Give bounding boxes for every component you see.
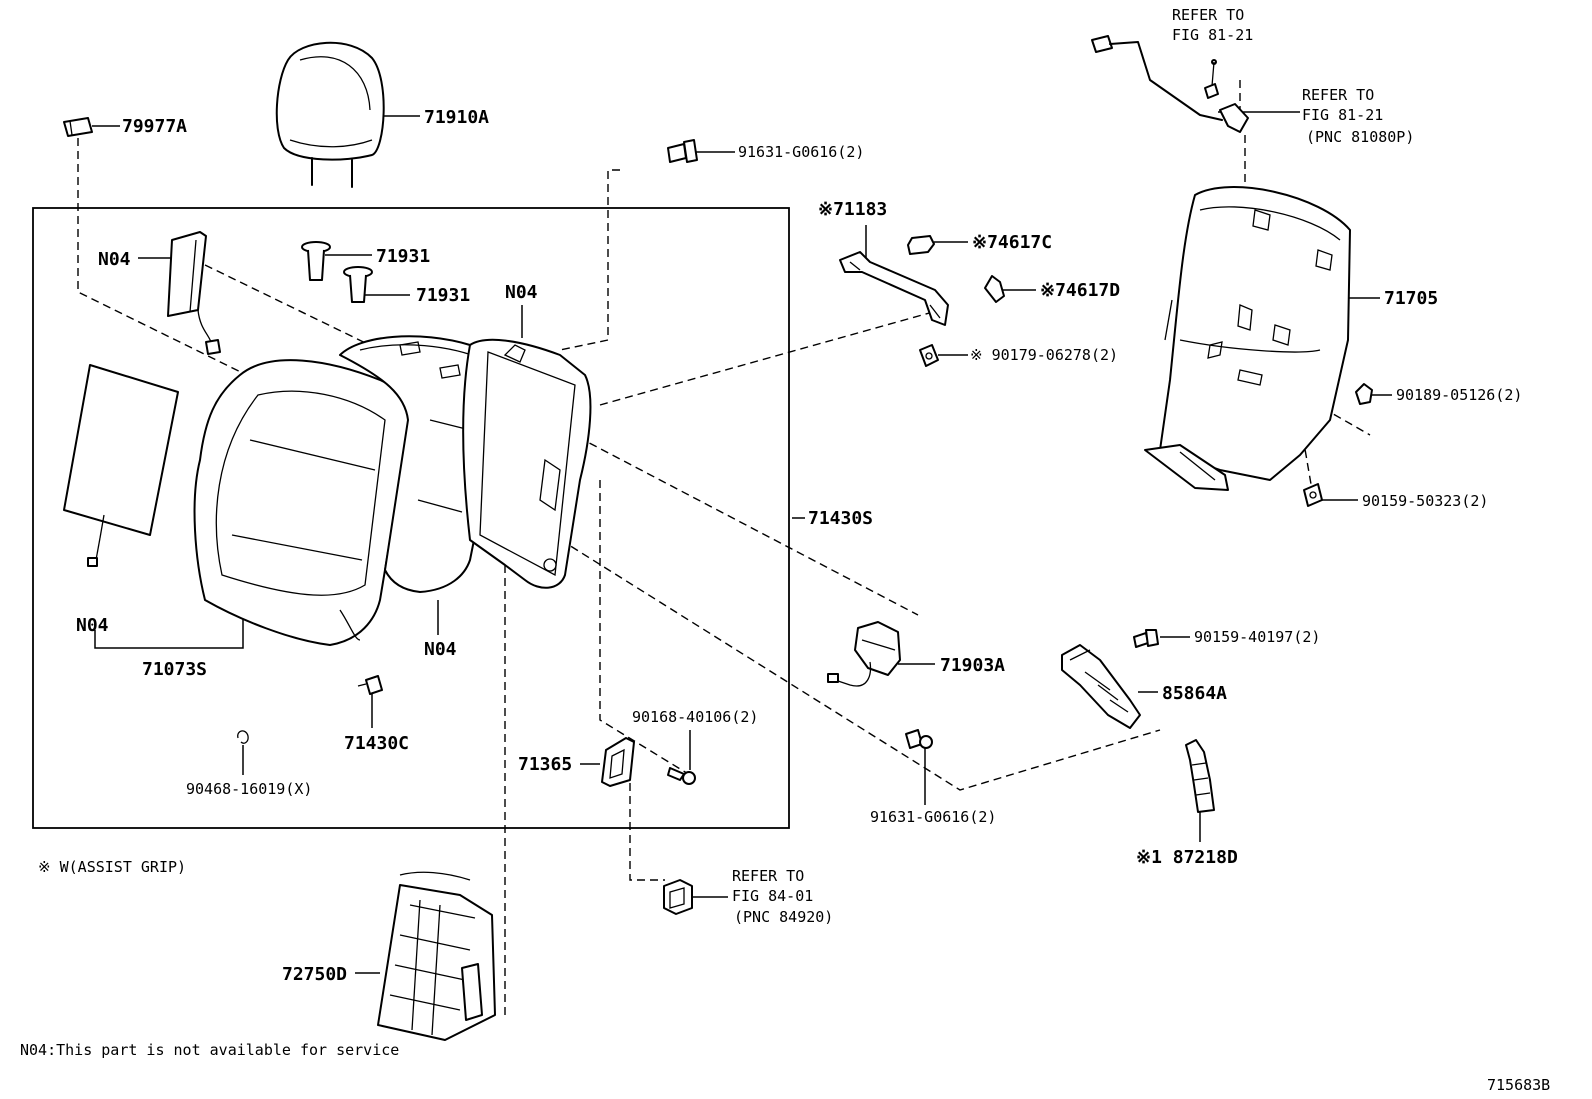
bolt-91631-top-part [667,139,698,163]
label-71365: 71365 [518,754,572,775]
duct-85864a-part [1061,644,1141,729]
bolt-91631-lower-part [905,729,933,749]
bolt-90159-40197-part [1133,629,1159,648]
refer-note-3-line-2: FIG 84-01 [732,887,813,905]
refer-note-2-line-1: REFER TO [1302,86,1374,104]
screw-90168-part [667,767,696,785]
refer-note-1-line-1: REFER TO [1172,6,1244,24]
guide-lines [77,80,1371,1015]
lumbar-support-72750d-part [377,871,496,1041]
seat-back-frame-part [462,338,592,589]
label-71430s: 71430S [808,508,873,529]
assist-grip-note: ※ W(ASSIST GRIP) [38,858,186,876]
seat-back-assembly-box [32,207,790,829]
label-71910a: 71910A [424,107,489,128]
label-90168: 90168-40106(2) [632,708,758,726]
assist-grip-71183-part [839,251,949,326]
clip-79977a-part [63,117,93,137]
label-90179: ※ 90179-06278(2) [970,346,1118,364]
clip-refer-84-01-part [663,879,693,915]
cap-74617d-part [984,275,1005,303]
seat-back-pad-n04-part [339,335,503,593]
label-n04-frame: N04 [505,282,538,303]
label-91631-top: 91631-G0616(2) [738,143,864,161]
label-87218d: ※1 87218D [1136,847,1238,868]
latch-71903a-part [827,621,901,687]
figure-code: 715683B [1487,1076,1550,1094]
wire-harness-part [1091,35,1249,133]
refer-note-2-line-3: (PNC 81080P) [1306,128,1414,146]
seat-back-cover-71073s-part [193,359,410,646]
label-90468: 90468-16019(X) [186,780,312,798]
label-71903a: 71903A [940,655,1005,676]
label-90189: 90189-05126(2) [1396,386,1522,404]
hose-87218d-part [1185,739,1215,813]
label-74617d: ※74617D [1040,280,1120,301]
refer-note-3-line-3: (PNC 84920) [734,908,833,926]
back-board-panel-part [63,364,179,567]
label-n04-board: N04 [76,615,109,636]
bracket-71365-part [601,737,635,787]
refer-note-1-line-2: FIG 81-21 [1172,26,1253,44]
label-71430c: 71430C [344,733,409,754]
label-71183: ※71183 [818,199,887,220]
label-71931-1: 71931 [376,246,430,267]
label-74617c: ※74617C [972,232,1052,253]
refer-note-2-line-2: FIG 81-21 [1302,106,1383,124]
headrest-71910a-part [275,41,385,188]
refer-note-3-line-1: REFER TO [732,867,804,885]
clip-90159-50323-part [1303,483,1323,507]
label-71931-2: 71931 [416,285,470,306]
leader-lines [92,111,1392,974]
label-85864a: 85864A [1162,683,1227,704]
nut-90179-part [919,344,939,367]
label-91631-lower: 91631-G0616(2) [870,808,996,826]
label-90159-50323: 90159-50323(2) [1362,492,1488,510]
label-90159-40197: 90159-40197(2) [1194,628,1320,646]
label-79977a: 79977A [122,116,187,137]
ring-90468-part [237,730,249,744]
label-72750d: 72750D [282,964,347,985]
screw-wire-harness-part [1204,59,1219,99]
clip-71430c-part [357,675,383,695]
headrest-support-71931-part [301,241,331,281]
headrest-support-71931-part-2 [343,266,373,303]
airbag-module-n04-part [167,231,221,355]
label-71705: 71705 [1384,288,1438,309]
seat-back-board-71705-part [1144,186,1351,491]
label-71073s: 71073S [142,659,207,680]
n04-footnote: N04:This part is not available for servi… [20,1041,399,1059]
label-n04-pad: N04 [424,639,457,660]
cap-74617c-part [907,235,935,255]
label-n04-airbag: N04 [98,249,131,270]
clip-90189-part [1355,383,1373,405]
